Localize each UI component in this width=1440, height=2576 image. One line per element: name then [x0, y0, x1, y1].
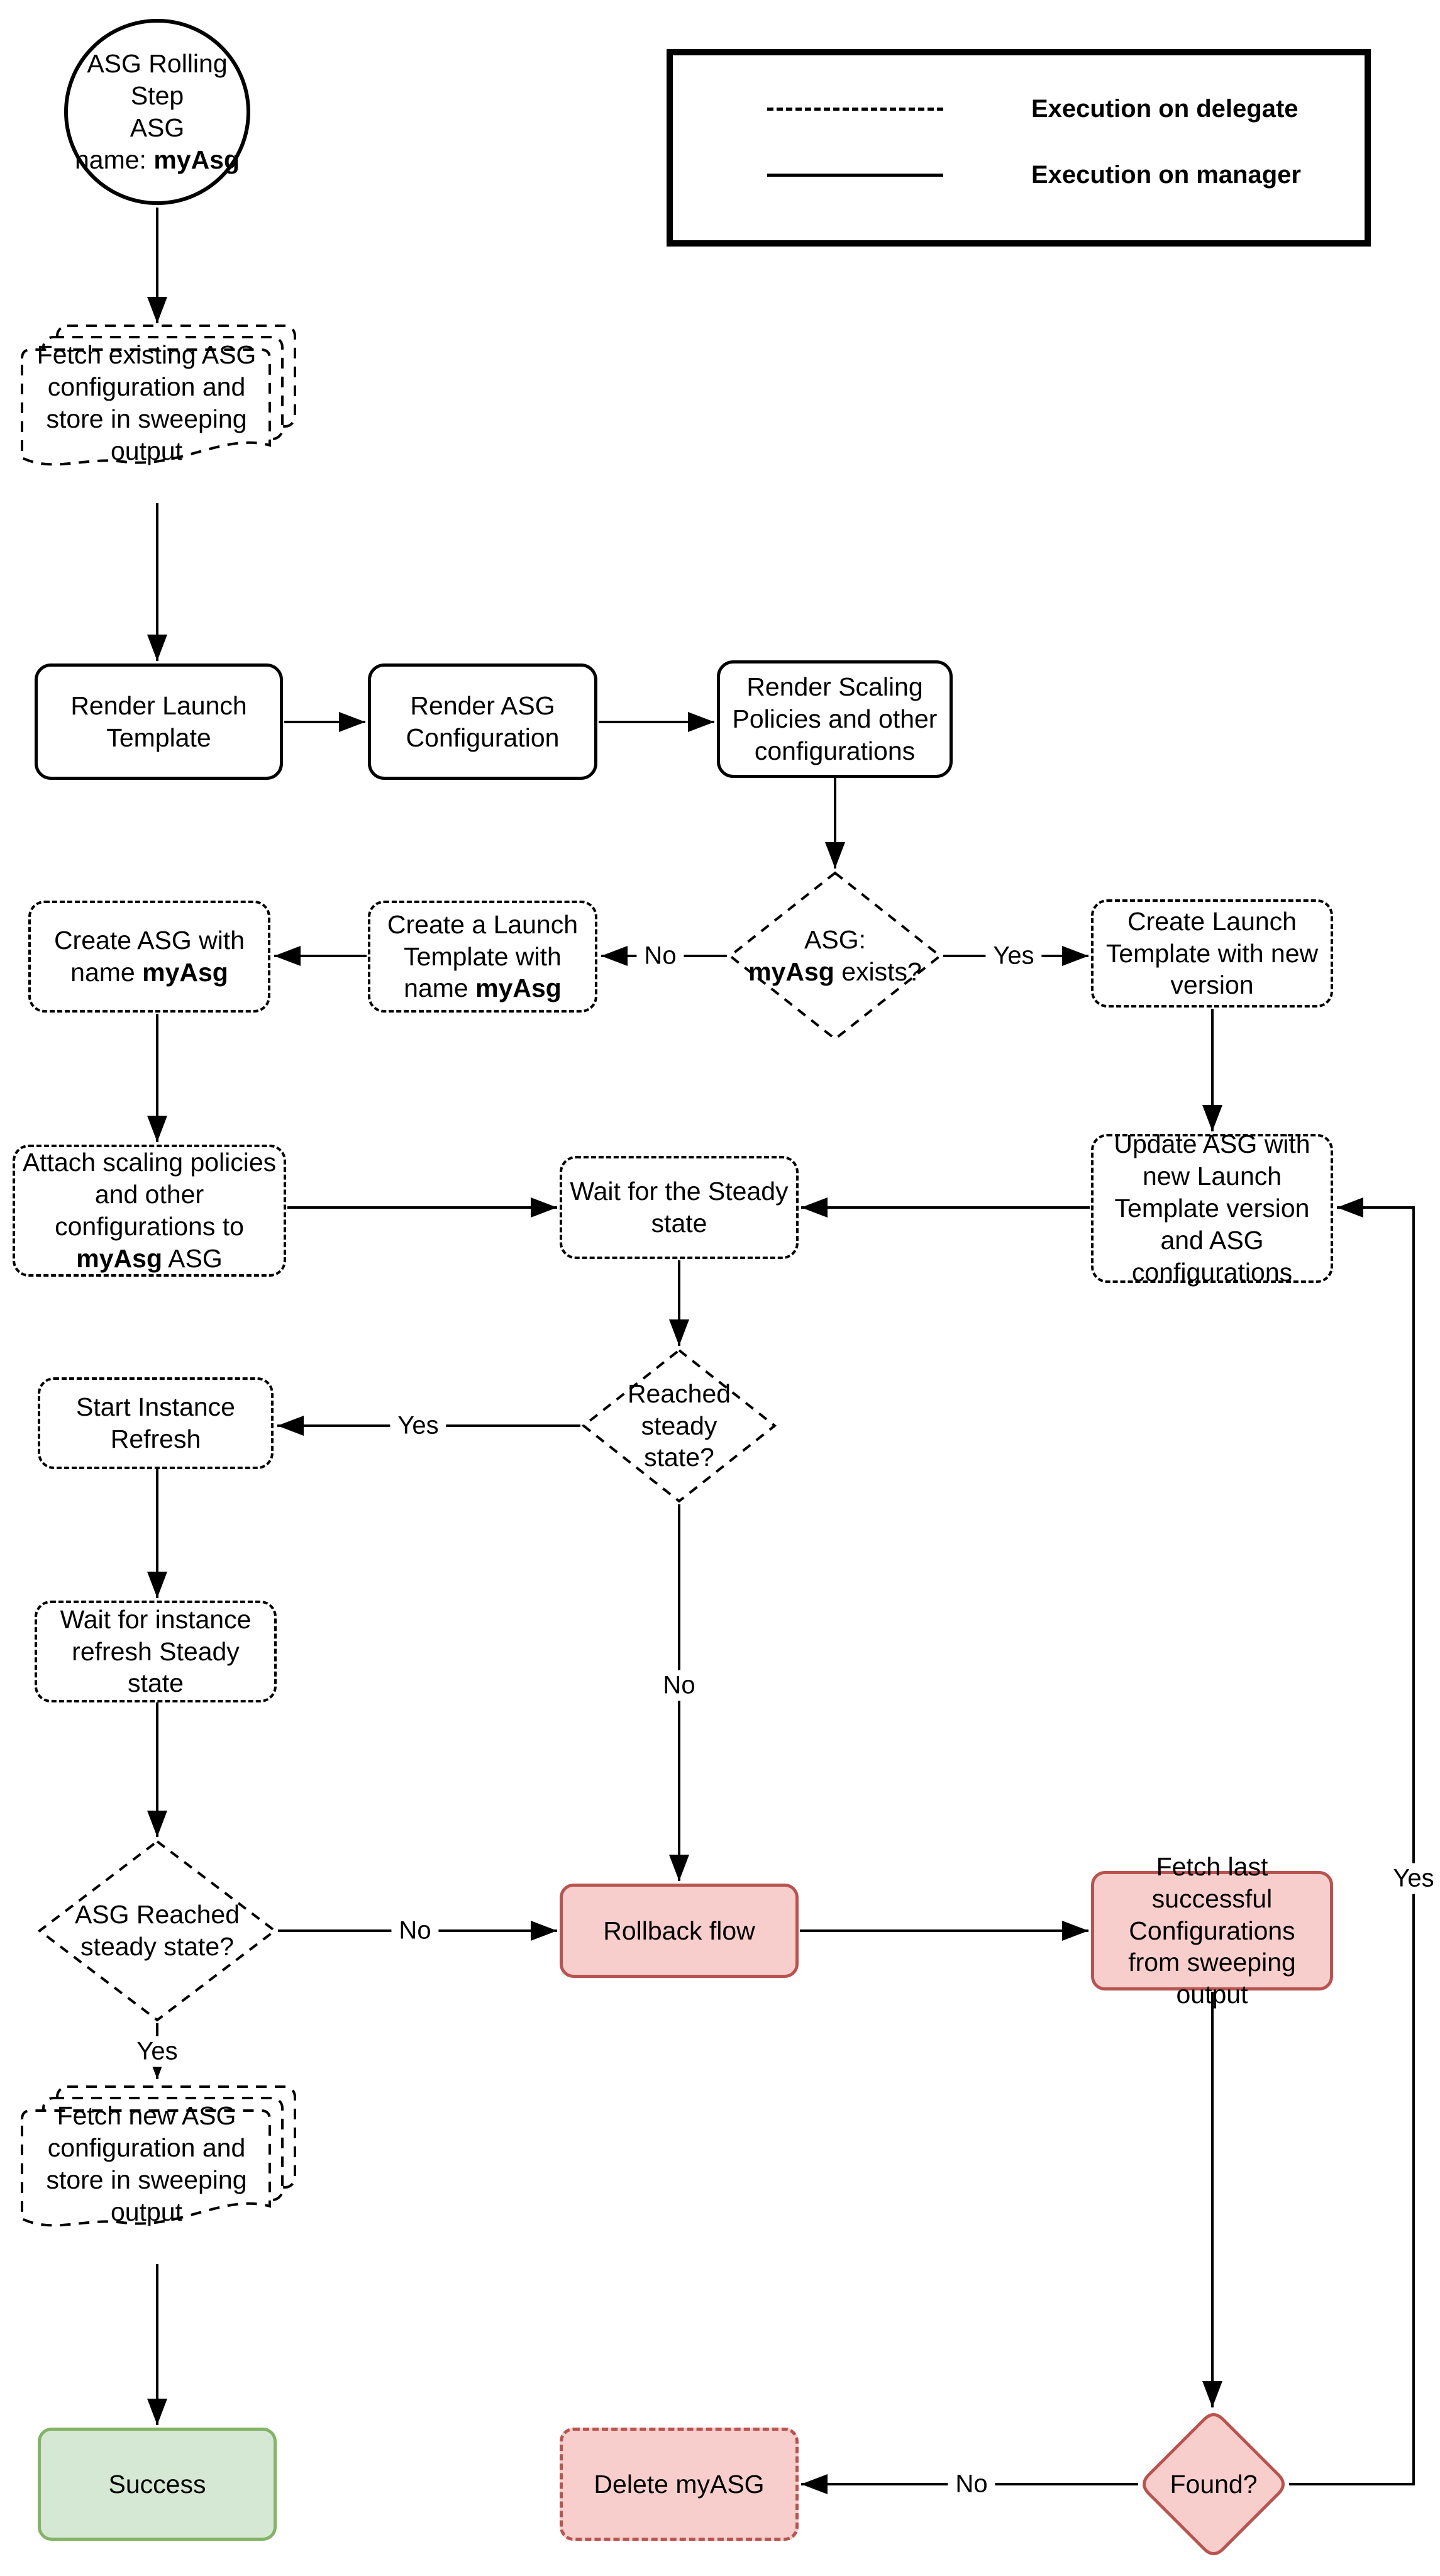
edge-label-yes-asg-reached: Yes [129, 2036, 186, 2067]
diamond-shape [37, 1840, 277, 2022]
node-render-launch-template: Render Launch Template [35, 663, 283, 780]
node-fetch-existing: Fetch existing ASG configuration and sto… [16, 321, 302, 500]
node-fetch-new: Fetch new ASG configuration and store in… [16, 2082, 302, 2261]
create-launch-template-named-label: Create a Launch Template with name myAsg [387, 909, 579, 1003]
asg-exists-label: ASG: myAsg exists? [748, 925, 922, 986]
start-instance-refresh-label: Start Instance Refresh [76, 1392, 235, 1453]
rollback-flow-label: Rollback flow [603, 1916, 755, 1945]
diamond-shape [1143, 2413, 1285, 2555]
wait-steady-label: Wait for the Steady state [570, 1177, 789, 1238]
node-wait-instance-refresh: Wait for instance refresh Steady state [35, 1601, 277, 1702]
found-label: Found? [1170, 2469, 1258, 2499]
wait-instance-refresh-label: Wait for instance refresh Steady state [60, 1604, 252, 1698]
diamond-shape [728, 871, 943, 1041]
node-rollback-flow: Rollback flow [560, 1884, 799, 1978]
create-launch-template-new-label: Create Launch Template with new version [1105, 906, 1319, 1000]
legend-row-delegate: Execution on delegate [673, 90, 1365, 128]
node-start: ASG Rolling Step ASG name: myAsg [64, 19, 250, 205]
attach-scaling-label: Attach scaling policies and other config… [22, 1148, 277, 1273]
delete-asg-label: Delete myASG [594, 2469, 765, 2499]
start-label: ASG Rolling Step ASG name: myAsg [74, 49, 240, 174]
fetch-new-label: Fetch new ASG configuration and store in… [46, 2101, 247, 2226]
dashed-line-sample [767, 107, 943, 111]
reached-steady-label: Reached steady state? [627, 1379, 731, 1472]
diamond-shape [581, 1348, 777, 1503]
node-attach-scaling: Attach scaling policies and other config… [13, 1145, 286, 1277]
success-label: Success [108, 2469, 206, 2499]
node-asg-reached-steady-decision: ASG Reached steady state? [37, 1840, 277, 2022]
node-create-launch-template-new: Create Launch Template with new version [1091, 899, 1333, 1008]
solid-line-sample [767, 173, 943, 177]
asg-reached-steady-label: ASG Reached steady state? [74, 1900, 240, 1961]
node-delete-asg: Delete myASG [560, 2428, 799, 2541]
node-wait-steady: Wait for the Steady state [560, 1156, 799, 1259]
edge-label-no-reached-steady: No [655, 1670, 703, 1701]
node-render-scaling-policies: Render Scaling Policies and other config… [717, 660, 953, 778]
edge-label-yes-found: Yes [1385, 1863, 1440, 1894]
node-asg-exists-decision: ASG: myAsg exists? [728, 871, 943, 1041]
edge-label-no-asg-reached: No [391, 1915, 439, 1946]
render-scaling-policies-label: Render Scaling Policies and other config… [732, 672, 938, 765]
edge-label-yes-asg-exists: Yes [985, 940, 1042, 972]
multi-document-shape [21, 2085, 296, 2227]
node-update-asg: Update ASG with new Launch Template vers… [1091, 1130, 1333, 1287]
render-asg-configuration-label: Render ASG Configuration [406, 691, 560, 752]
fetch-last-label: Fetch last successful Configurations fro… [1128, 1852, 1296, 2009]
legend-delegate-label: Execution on delegate [1031, 94, 1299, 123]
node-create-asg: Create ASG with name myAsg [28, 901, 270, 1013]
node-success: Success [38, 2428, 277, 2541]
node-start-instance-refresh: Start Instance Refresh [38, 1377, 274, 1469]
node-found-decision: Found? [1139, 2410, 1288, 2558]
edge-label-yes-reached-steady: Yes [390, 1410, 446, 1441]
render-launch-template-label: Render Launch Template [70, 691, 247, 752]
legend-box: Execution on delegate Execution on manag… [667, 49, 1371, 247]
multi-document-shape [21, 325, 296, 466]
node-create-launch-template-named: Create a Launch Template with name myAsg [368, 901, 597, 1013]
legend-manager-label: Execution on manager [1031, 160, 1301, 189]
legend-row-manager: Execution on manager [673, 156, 1365, 194]
create-asg-label: Create ASG with name myAsg [53, 926, 245, 987]
edge-label-no-found: No [948, 2468, 995, 2500]
node-reached-steady-decision: Reached steady state? [581, 1348, 777, 1503]
update-asg-label: Update ASG with new Launch Template vers… [1114, 1130, 1310, 1287]
edge-label-no-asg-exists: No [636, 940, 684, 972]
node-fetch-last: Fetch last successful Configurations fro… [1091, 1852, 1333, 2009]
node-render-asg-configuration: Render ASG Configuration [368, 663, 597, 780]
fetch-existing-label: Fetch existing ASG configuration and sto… [36, 340, 257, 465]
